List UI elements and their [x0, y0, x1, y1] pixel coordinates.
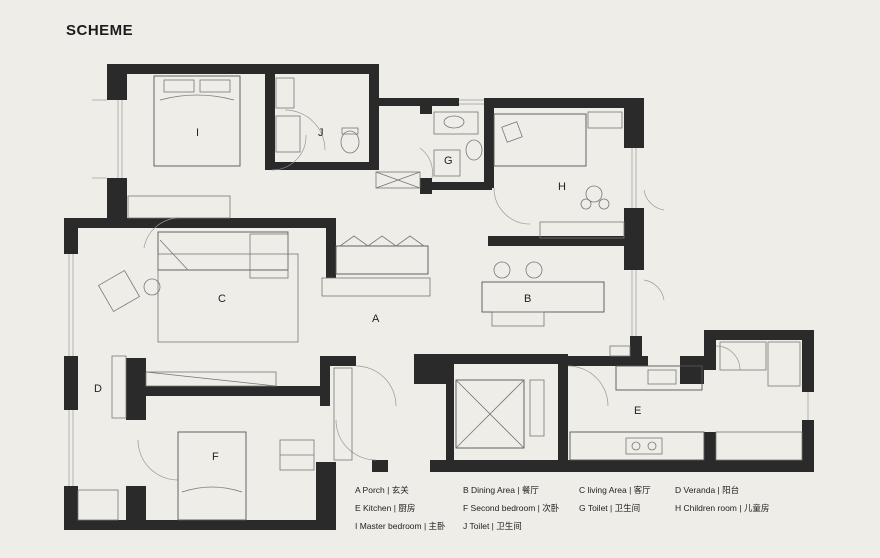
walls: [64, 64, 814, 530]
legend-item-second-bedroom: F Second bedroom | 次卧: [463, 503, 560, 513]
legend-item-kitchen: E Kitchen | 厨房: [355, 503, 416, 513]
room-label-g: G: [444, 155, 453, 167]
legend-item-toilet-j: J Toilet | 卫生间: [463, 521, 522, 531]
legend-item-master-bedroom: I Master bedroom | 主卧: [355, 521, 446, 531]
plan-title: SCHEME: [66, 22, 134, 39]
doors: [137, 109, 741, 481]
legend: A Porch | 玄关 B Dining Area | 餐厅 C living…: [355, 484, 815, 532]
windows: [68, 99, 809, 486]
legend-item-living-area: C living Area | 客厅: [579, 485, 651, 495]
room-label-b: B: [524, 293, 531, 305]
room-label-e: E: [634, 405, 641, 417]
room-label-j: J: [318, 127, 324, 139]
room-labels: I J G H C A B D F E: [94, 127, 641, 463]
room-label-d: D: [94, 383, 102, 395]
room-label-c: C: [218, 293, 226, 305]
legend-item-veranda: D Veranda | 阳台: [675, 485, 740, 495]
legend-item-toilet-g: G Toilet | 卫生间: [579, 503, 641, 513]
room-label-a: A: [372, 313, 380, 325]
room-label-f: F: [212, 451, 219, 463]
furniture: [77, 75, 803, 521]
legend-item-porch: A Porch | 玄关: [355, 485, 409, 495]
legend-item-children-room: H Children room | 儿童房: [675, 503, 770, 513]
legend-item-dining-area: B Dining Area | 餐厅: [463, 485, 539, 495]
room-label-h: H: [558, 181, 566, 193]
room-label-i: I: [196, 127, 199, 139]
